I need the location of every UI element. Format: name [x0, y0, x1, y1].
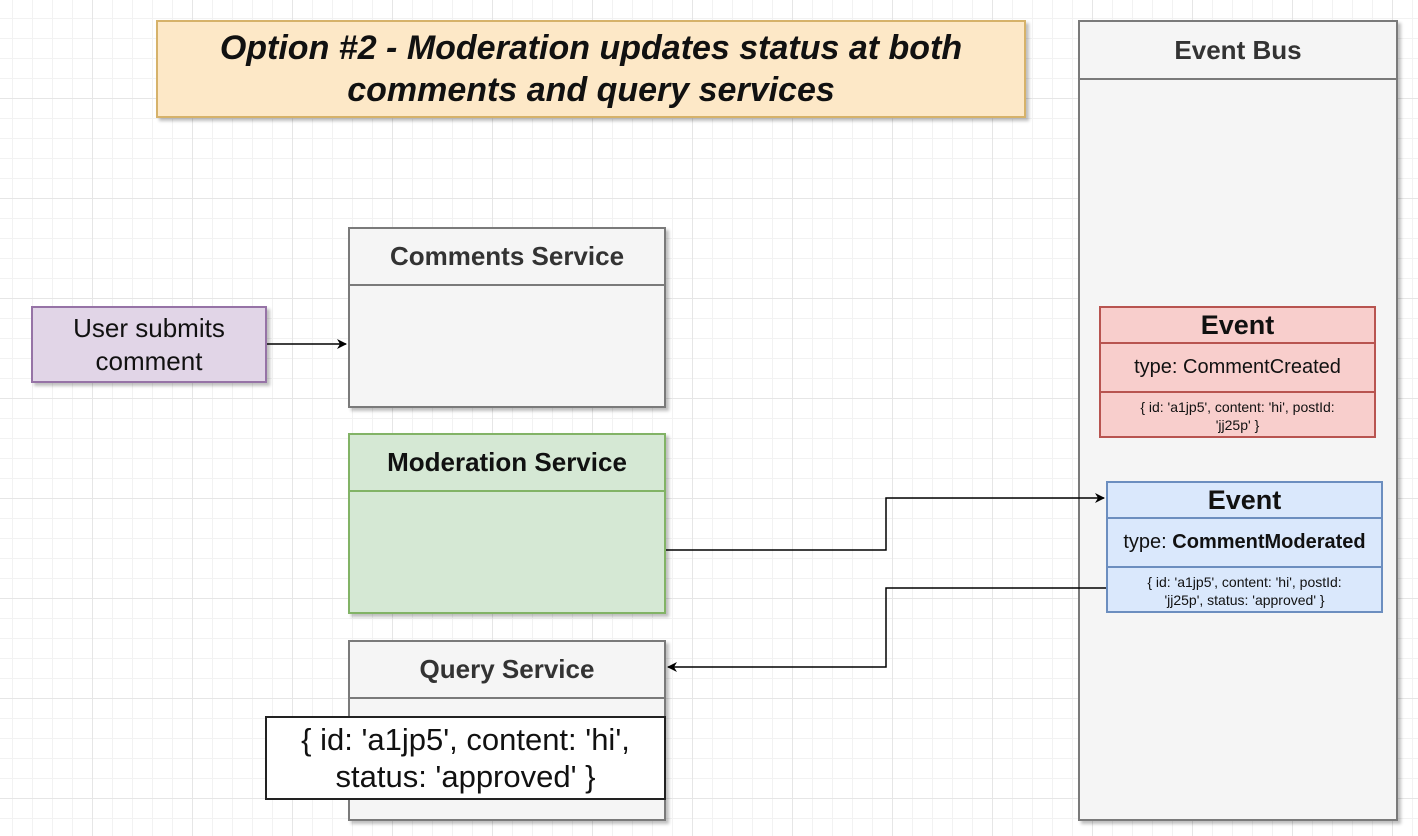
moderation-service-header: Moderation Service	[350, 435, 664, 492]
diagram-title-line-2: comments and query services	[347, 71, 835, 109]
event-title: Event	[1108, 483, 1381, 519]
arrow-moderation-to-event	[666, 493, 1105, 551]
user-node-line-2: comment	[95, 345, 203, 376]
event-data-line-2: 'jj25p' }	[1215, 416, 1260, 433]
moderation-service-node: Moderation Service	[348, 433, 666, 614]
event-comment-created: Event type: CommentCreated { id: 'a1jp5'…	[1099, 306, 1376, 438]
event-type-name: CommentModerated	[1172, 531, 1366, 553]
diagram-title-line-1: Option #2 - Moderation updates status at…	[219, 29, 963, 67]
event-type-name: CommentCreated	[1183, 356, 1341, 378]
user-node-line-1: User submits	[73, 312, 225, 343]
query-data-line-1: { id: 'a1jp5', content: 'hi',	[301, 722, 630, 757]
query-service-header: Query Service	[350, 642, 664, 699]
event-type-prefix: type:	[1123, 531, 1173, 553]
arrow-event-to-query	[667, 587, 1106, 672]
event-data: { id: 'a1jp5', content: 'hi', postId: 'j…	[1101, 393, 1374, 438]
event-data-line-1: { id: 'a1jp5', content: 'hi', postId:	[1140, 398, 1335, 415]
event-title: Event	[1101, 308, 1374, 344]
query-data-line-2: status: 'approved' }	[335, 759, 596, 794]
event-type: type: CommentModerated	[1108, 519, 1381, 568]
event-bus-header: Event Bus	[1080, 22, 1396, 80]
event-data-line-1: { id: 'a1jp5', content: 'hi', postId:	[1147, 573, 1342, 590]
diagram-title: Option #2 - Moderation updates status at…	[156, 20, 1026, 118]
comments-service-node: Comments Service	[348, 227, 666, 408]
event-data: { id: 'a1jp5', content: 'hi', postId: 'j…	[1108, 568, 1381, 613]
event-comment-moderated: Event type: CommentModerated { id: 'a1jp…	[1106, 481, 1383, 613]
event-type-prefix: type:	[1134, 356, 1184, 378]
event-data-line-2: 'jj25p', status: 'approved' }	[1164, 591, 1325, 608]
event-type: type: CommentCreated	[1101, 344, 1374, 393]
query-service-data-box: { id: 'a1jp5', content: 'hi', status: 'a…	[265, 716, 666, 800]
user-submits-comment-node: User submits comment	[31, 306, 267, 383]
comments-service-header: Comments Service	[350, 229, 664, 286]
